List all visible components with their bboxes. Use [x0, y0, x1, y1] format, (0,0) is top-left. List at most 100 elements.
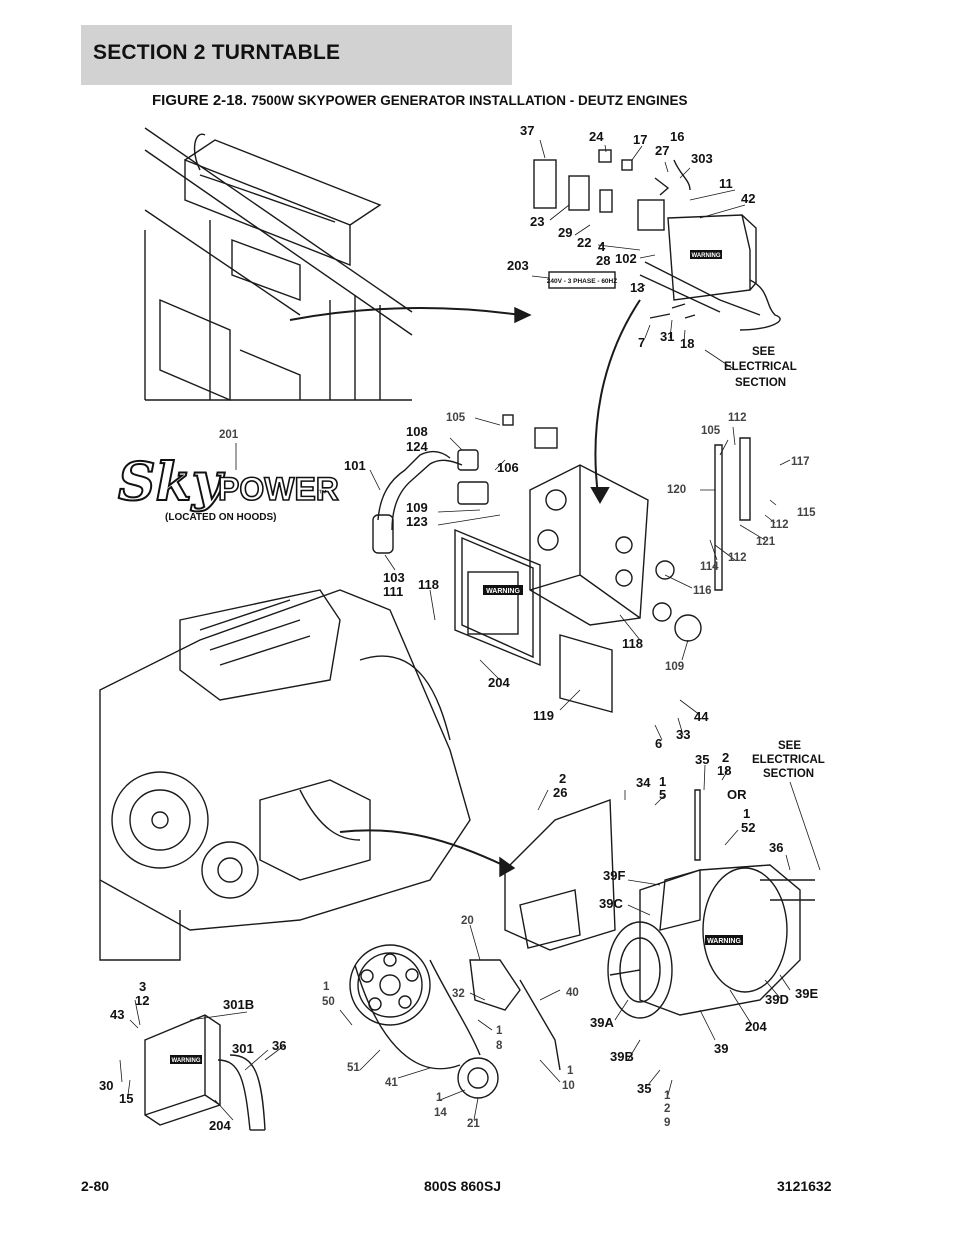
- callout-label: 27: [655, 143, 669, 158]
- callout-label: 121: [756, 536, 776, 548]
- callout-label: 35: [695, 752, 709, 767]
- callout-label: 40: [566, 987, 579, 999]
- callout-label: SEE: [752, 346, 775, 358]
- warning-text: WARNING: [692, 253, 721, 259]
- callout-label: 1: [323, 981, 330, 993]
- callout-label: 39C: [599, 896, 623, 911]
- callout-label: 39F: [603, 868, 625, 883]
- callout-label: 6: [655, 736, 662, 751]
- callout-label: 39: [714, 1041, 728, 1056]
- callout-label: 12: [135, 993, 149, 1008]
- callout-label: 34: [636, 775, 651, 790]
- callout-label: 28: [596, 253, 610, 268]
- callout-label: 42: [741, 191, 755, 206]
- callout-label: 2: [722, 750, 729, 765]
- callout-label: 1: [436, 1092, 443, 1104]
- callout-label: 11: [719, 176, 733, 191]
- callout-label: 3: [139, 979, 146, 994]
- figure-number: FIGURE 2-18.: [152, 92, 248, 109]
- callout-label: SEE: [778, 740, 801, 752]
- callout-label: 31: [660, 329, 674, 344]
- callout-label: 52: [741, 820, 755, 835]
- document-number: 3121632: [777, 1178, 832, 1194]
- callout-label: 32: [452, 988, 465, 1000]
- callout-label: 15: [119, 1091, 133, 1106]
- callout-label: 119: [533, 708, 554, 723]
- callout-label: 120: [667, 484, 686, 496]
- warning-decal-small-box: WARNING: [170, 1055, 202, 1064]
- callout-label: 101: [344, 458, 366, 473]
- callout-label: 2: [664, 1103, 670, 1115]
- callout-label: 118: [622, 636, 643, 651]
- callout-label: 10: [562, 1080, 575, 1092]
- callout-label: 41: [385, 1077, 398, 1089]
- callout-label: 39A: [590, 1015, 614, 1030]
- junction-box-illustration: [372, 414, 751, 713]
- callout-label: 116: [693, 585, 712, 597]
- callout-label: ELECTRICAL: [724, 361, 797, 373]
- callout-label: 103: [383, 570, 405, 585]
- callout-label: SECTION: [763, 768, 814, 780]
- warning-text: WARNING: [172, 1058, 201, 1064]
- callout-label: 109: [665, 661, 684, 673]
- callout-label: 105: [701, 425, 721, 437]
- callout-label: 1: [659, 774, 666, 789]
- callout-label: 18: [680, 336, 694, 351]
- callout-label: 105: [446, 412, 466, 424]
- callout-label: 37: [520, 123, 534, 138]
- callout-label: SECTION: [735, 377, 786, 389]
- callout-label: 102: [615, 251, 637, 266]
- section-header: SECTION 2 TURNTABLE: [81, 25, 512, 85]
- callout-label: 1: [743, 806, 750, 821]
- callout-label: 43: [110, 1007, 124, 1022]
- callout-label: 23: [530, 214, 544, 229]
- figure-title: FIGURE 2-18. 7500W SKYPOWER GENERATOR IN…: [152, 92, 688, 109]
- callout-labels: 37 24 17 16 27 303 11 42 23 29 22 4 28 1…: [99, 123, 825, 1133]
- callout-label: 123: [406, 514, 428, 529]
- callout-label: 2: [559, 771, 566, 786]
- callout-label: 201: [219, 429, 239, 441]
- callout-label: 33: [676, 727, 690, 742]
- callout-label: 36: [272, 1038, 286, 1053]
- small-box-illustration: [144, 1014, 266, 1131]
- callout-label: 303: [691, 151, 713, 166]
- callout-label: 21: [467, 1118, 480, 1130]
- platform-console-illustration: [144, 127, 532, 402]
- callout-label: 30: [99, 1078, 113, 1093]
- callout-label: 20: [461, 915, 474, 927]
- callout-label: 14: [434, 1107, 447, 1119]
- warning-text: WARNING: [707, 938, 741, 945]
- callout-label: 124: [406, 439, 428, 454]
- callout-label: 26: [553, 785, 567, 800]
- callout-label: 112: [728, 412, 747, 424]
- callout-label: 5: [659, 787, 666, 802]
- callout-label: 114: [700, 561, 719, 573]
- callout-label: 108: [406, 424, 428, 439]
- callout-label: ELECTRICAL: [752, 754, 825, 766]
- callout-label: 203: [507, 258, 529, 273]
- logo-sky-text: Sky: [118, 452, 226, 513]
- section-title: SECTION 2 TURNTABLE: [93, 41, 341, 64]
- callout-label: 111: [383, 584, 403, 599]
- page-number: 2-80: [81, 1178, 110, 1194]
- callout-label: 118: [418, 577, 439, 592]
- callout-label: 39D: [765, 992, 789, 1007]
- callout-label: 204: [745, 1019, 767, 1034]
- callout-label: 301B: [223, 997, 254, 1012]
- callout-label: 1: [496, 1025, 503, 1037]
- callout-label: 109: [406, 500, 428, 515]
- callout-label: 204: [209, 1118, 231, 1133]
- callout-label: 9: [664, 1117, 670, 1129]
- logo-trademark: ™: [318, 488, 327, 498]
- logo-power-text: POWER: [218, 471, 339, 507]
- callout-leader-lines: [119, 139, 821, 1121]
- skypower-logo: Sky POWER ™ (LOCATED ON HOODS): [117, 451, 340, 523]
- callout-label: 112: [770, 519, 789, 531]
- callout-label: 7: [638, 335, 645, 350]
- callout-label: 8: [496, 1040, 503, 1052]
- pulley-belt-illustration: [349, 944, 561, 1099]
- callout-label: 44: [694, 709, 709, 724]
- callout-label: 51: [347, 1062, 360, 1074]
- phase-label-text: 240V - 3 PHASE - 60HZ: [547, 278, 617, 285]
